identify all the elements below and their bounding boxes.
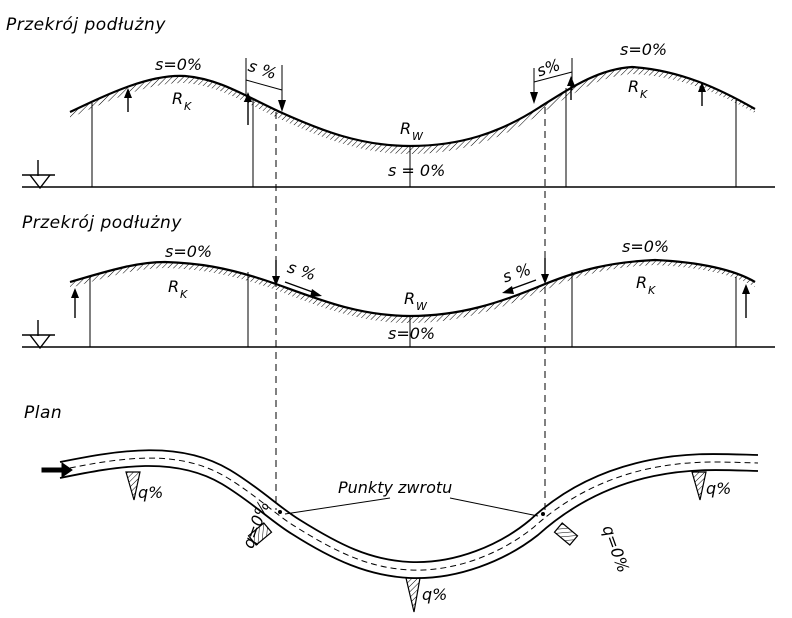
- hatched-wedge-icon-right: q%: [691, 471, 731, 501]
- profile-2-rw: R W: [404, 289, 428, 313]
- profile-2-s-zero-right: s=0%: [622, 237, 669, 256]
- profile-2-s-zero-bottom: s=0%: [388, 324, 435, 343]
- svg-text:q=0%: q=0%: [239, 498, 274, 550]
- turning-points-label: Punkty zwrotu: [338, 478, 452, 497]
- profile-2-s-zero-left: s=0%: [165, 242, 212, 261]
- profile-2-hatch: [70, 260, 755, 323]
- profile-1-s-percent-left: s %: [246, 56, 279, 83]
- profile-1-s-zero-bottom: s = 0%: [388, 161, 445, 180]
- svg-text:W: W: [416, 300, 428, 313]
- profile-2-rk-left: R K: [168, 277, 188, 301]
- profile-1-s-zero-right: s=0%: [620, 40, 667, 59]
- profile-2-up-arrows: [71, 284, 750, 318]
- svg-text:K: K: [184, 100, 192, 113]
- water-level-symbol-2: [22, 320, 55, 350]
- profile-2-title: Przekrój podłużny: [22, 213, 182, 233]
- arrow-right-icon: [41, 462, 73, 478]
- q-zero-left: q=0%: [239, 498, 274, 550]
- profile-1-s-zero-left: s=0%: [155, 55, 202, 74]
- hatched-wedge-icon-left: q%: [125, 471, 163, 502]
- q-zero-right: q=0%: [553, 522, 633, 575]
- profile-1-s-percent-right: s%: [534, 55, 562, 80]
- svg-text:R: R: [628, 77, 639, 96]
- svg-text:R: R: [636, 273, 647, 292]
- svg-text:K: K: [648, 284, 656, 297]
- projection-lines: [275, 107, 546, 510]
- q-percent-left: q%: [138, 483, 163, 502]
- plan-view: Plan Punkty zwrotu q% q% q%: [24, 403, 759, 613]
- profile-2: Przekrój podłużny s % s % s=0%: [22, 213, 775, 350]
- water-level-symbol-1: [22, 160, 55, 190]
- profile-1-title: Przekrój podłużny: [6, 15, 166, 35]
- turning-points: Punkty zwrotu: [278, 478, 545, 517]
- profile-2-rk-right: R K: [636, 273, 656, 297]
- hatched-wedge-icon-bottom: q%: [405, 577, 447, 613]
- q-percent-bottom: q%: [422, 585, 447, 604]
- profile-1-up-arrows: [124, 76, 706, 125]
- profile-1: Przekrój podłużny s %: [6, 15, 775, 190]
- q-percent-right: q%: [706, 479, 731, 498]
- svg-text:R: R: [172, 89, 183, 108]
- svg-text:R: R: [168, 277, 179, 296]
- svg-text:q=0%: q=0%: [598, 523, 633, 575]
- profile-1-rw: R W: [400, 119, 424, 143]
- svg-text:W: W: [412, 130, 424, 143]
- plan-road-edge-top: [59, 449, 759, 563]
- profile-1-rk-left: R K: [172, 89, 192, 113]
- plan-center-line: [59, 457, 759, 571]
- profile-2-grade-line: [69, 258, 756, 318]
- plan-title: Plan: [24, 403, 62, 423]
- svg-text:K: K: [640, 88, 648, 101]
- svg-text:K: K: [180, 288, 188, 301]
- svg-text:R: R: [400, 119, 411, 138]
- svg-text:R: R: [404, 289, 415, 308]
- profile-1-rk-right: R K: [628, 77, 648, 101]
- profile-2-s-percent-left: s %: [285, 258, 318, 285]
